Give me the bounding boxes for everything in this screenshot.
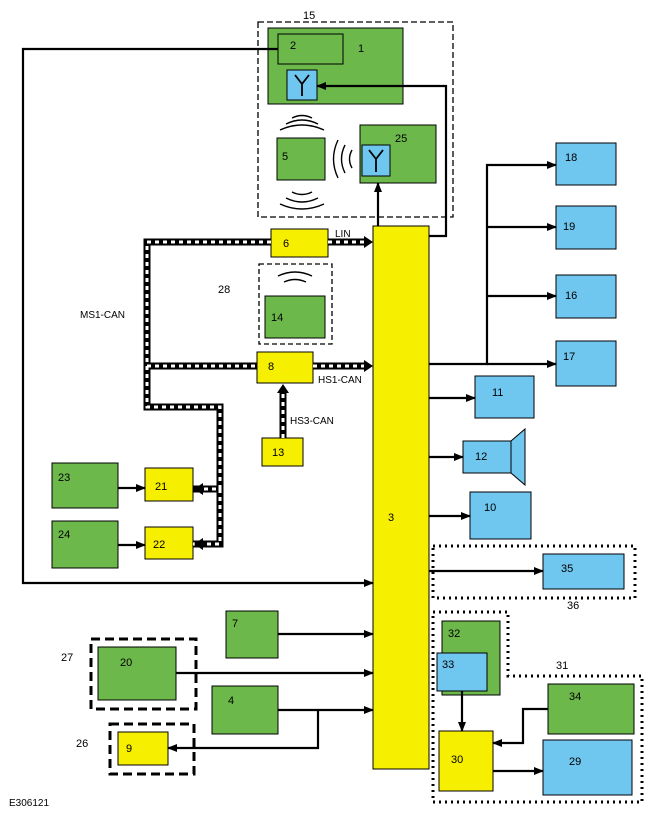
component-6-box	[270, 228, 329, 258]
group-15-label: 15	[303, 10, 315, 22]
component-1-label: 1	[358, 43, 364, 55]
component-25-label: 25	[395, 133, 407, 145]
group-26-frame	[108, 722, 196, 776]
group-31-label: 31	[556, 660, 568, 672]
component-32-label: 32	[448, 628, 460, 640]
component-21-box	[144, 467, 194, 502]
component-33-box	[436, 652, 488, 692]
radio-waves-icon	[279, 114, 325, 131]
component-30-label: 30	[451, 754, 463, 766]
component-13-box	[261, 437, 304, 467]
component-11-label: 11	[492, 387, 503, 399]
component-10-label: 10	[484, 502, 496, 514]
component-29-label: 29	[569, 756, 581, 768]
hs1-can-bus-label: HS1-CAN	[318, 375, 362, 386]
hs3-can-bus-label: HS3-CAN	[290, 416, 334, 427]
component-8-box	[256, 351, 314, 384]
component-22-label: 22	[153, 539, 165, 551]
component-14-label: 14	[271, 312, 283, 324]
component-16-label: 16	[565, 290, 577, 302]
component-10-box	[469, 491, 532, 540]
group-31-frame	[431, 610, 644, 804]
group-28-label: 28	[218, 284, 230, 296]
component-20-label: 20	[120, 657, 132, 669]
component-3-label: 3	[388, 512, 394, 524]
component-8-label: 8	[268, 361, 274, 373]
lin-bus-label: LIN	[335, 229, 351, 240]
component-11-box	[474, 375, 535, 419]
component-5-box	[276, 137, 326, 181]
component-35-box	[542, 553, 625, 590]
reference-id: E306121	[9, 798, 49, 809]
component-9-label: 9	[126, 743, 132, 755]
speaker-icon	[510, 427, 526, 487]
group-28-frame	[258, 263, 333, 345]
component-12-label: 12	[475, 451, 487, 463]
component-19-label: 19	[563, 221, 575, 233]
component-20-box	[97, 646, 177, 701]
component-23-box	[51, 462, 119, 509]
component-18-label: 18	[565, 152, 577, 164]
component-34-label: 34	[569, 691, 581, 703]
component-4-label: 4	[228, 695, 234, 707]
component-17-box	[555, 340, 617, 387]
component-2-box	[277, 33, 344, 65]
component-21-label: 21	[155, 481, 167, 493]
radio-waves-icon	[332, 139, 353, 179]
component-2-label: 2	[290, 40, 296, 52]
group-15-frame	[257, 21, 454, 218]
component-30-box	[438, 730, 494, 792]
component-24-label: 24	[58, 529, 70, 541]
component-29-box	[542, 739, 633, 796]
radio-waves-icon	[279, 191, 325, 210]
component-33-label: 33	[442, 659, 454, 671]
component-14-box	[264, 295, 326, 339]
antenna-icon	[286, 69, 318, 101]
group-26-label: 26	[76, 738, 88, 750]
component-3-box	[372, 225, 430, 770]
component-7-label: 7	[232, 618, 238, 630]
component-19-box	[555, 205, 617, 250]
component-16-box	[555, 274, 617, 319]
component-6-label: 6	[283, 238, 289, 250]
component-18-box	[555, 142, 617, 186]
radio-waves-icon	[277, 271, 313, 283]
component-5-label: 5	[282, 151, 288, 163]
component-34-box	[547, 683, 635, 735]
ms1-can-bus-label: MS1-CAN	[80, 310, 125, 321]
group-36-label: 36	[567, 600, 579, 612]
component-24-box	[51, 520, 119, 569]
antenna-icon	[361, 144, 391, 177]
component-35-label: 35	[561, 563, 573, 575]
component-23-label: 23	[58, 472, 70, 484]
component-13-label: 13	[272, 447, 284, 459]
group-27-label: 27	[61, 652, 73, 664]
component-17-label: 17	[563, 351, 575, 363]
component-4-box	[211, 685, 279, 735]
